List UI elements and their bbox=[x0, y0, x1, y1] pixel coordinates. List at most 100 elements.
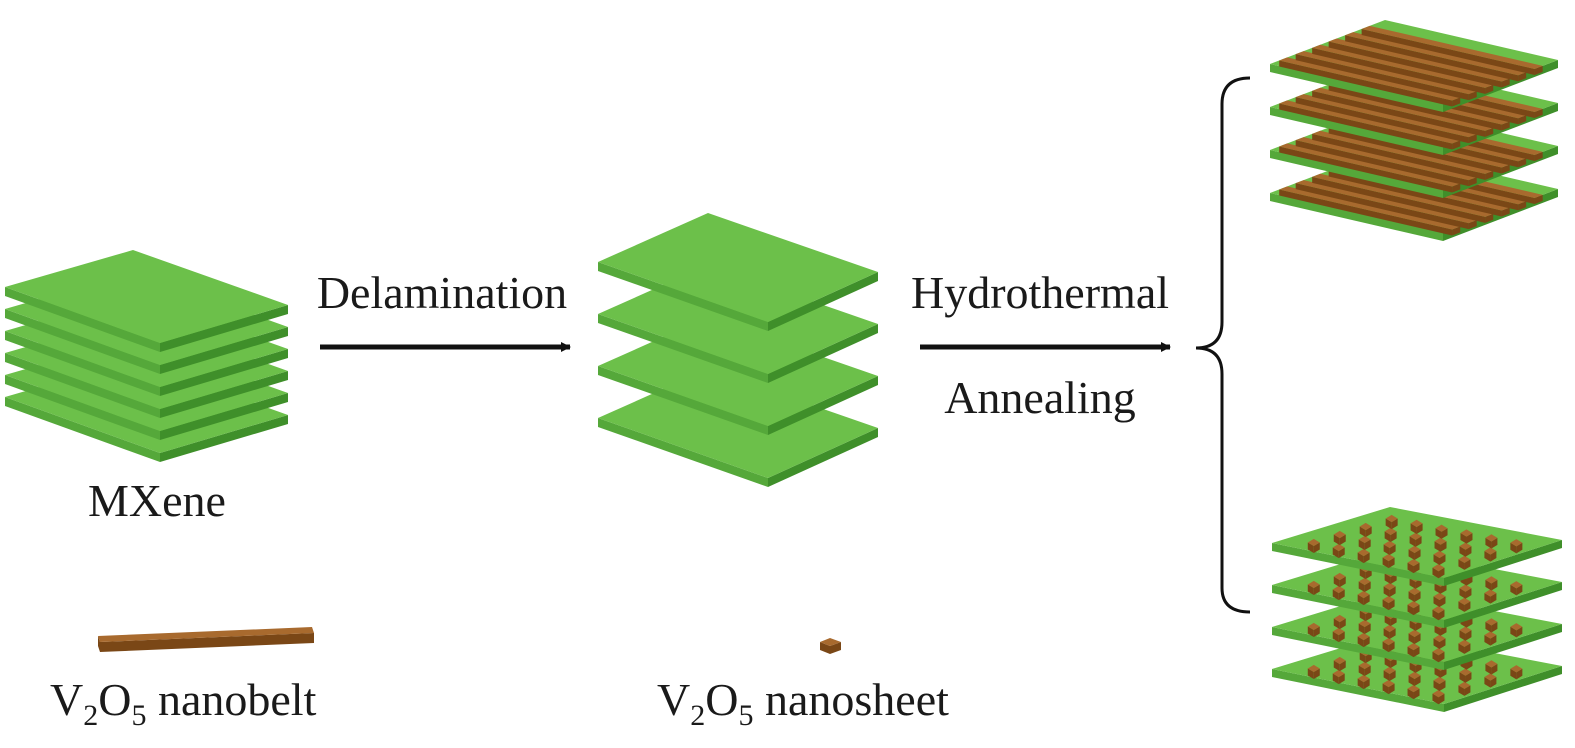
belt-sheet-1-front bbox=[1270, 64, 1443, 112]
nanocube-4-0-4-top bbox=[1407, 684, 1420, 693]
nanocube-2-1-5-front bbox=[1458, 601, 1465, 612]
delam-sheet-3-front bbox=[598, 366, 768, 435]
nanocube-4-0-1-front bbox=[1332, 673, 1339, 685]
nanocube-1-2-0-side bbox=[1365, 526, 1372, 538]
nanocube-3-1-5-side bbox=[1464, 643, 1471, 654]
nanobelt-1-2-top bbox=[1295, 51, 1477, 95]
nanocube-2-0-5-front bbox=[1432, 609, 1439, 621]
nanocube-3-2-3-side bbox=[1440, 625, 1447, 636]
nanocube-1-0-2-front bbox=[1357, 552, 1364, 564]
mxene-label: MXene bbox=[88, 475, 226, 526]
nanocube-1-3-5-front bbox=[1510, 542, 1517, 554]
nanocube-1-1-0-top bbox=[1333, 530, 1346, 539]
nanocube-2-1-2-side bbox=[1389, 586, 1396, 598]
cube-sheet-1-front bbox=[1272, 543, 1444, 586]
nanocube-3-2-4-front bbox=[1459, 630, 1466, 641]
nanocube-1-2-4-side bbox=[1465, 546, 1472, 557]
nanocube-4-2-4-front bbox=[1459, 672, 1466, 683]
mxene-sheet-1-top bbox=[5, 250, 288, 343]
nanocube-2-0-0-top bbox=[1307, 580, 1320, 589]
nanocube-1-3-0-top bbox=[1385, 514, 1398, 523]
nanocube-1-2-3-top bbox=[1434, 537, 1447, 545]
nanocube-3-3-4-top bbox=[1485, 618, 1498, 626]
nanocube-1-2-4-front bbox=[1459, 546, 1466, 557]
nanocube-3-2-5-side bbox=[1490, 635, 1497, 646]
nanocube-3-0-0-top bbox=[1307, 622, 1320, 631]
nanocube-4-0-3-front bbox=[1382, 683, 1389, 695]
nanobelt-2-3-front bbox=[1312, 90, 1486, 137]
nanocube-4-0-1-top bbox=[1332, 669, 1345, 678]
nanocube-3-0-3-side bbox=[1388, 641, 1395, 653]
nanocube-3-3-5-top bbox=[1510, 623, 1523, 631]
nanobelt-1-4-top bbox=[1328, 38, 1510, 82]
nanobelt-4-1-top bbox=[1279, 186, 1461, 230]
nanocube-3-0-1-top bbox=[1332, 627, 1345, 636]
nanocube-1-2-2-side bbox=[1415, 536, 1422, 547]
cube-sheet-2-front bbox=[1272, 585, 1444, 628]
nanocube-2-0-4-top bbox=[1407, 600, 1420, 609]
nanocube-4-1-2-top bbox=[1383, 666, 1396, 675]
delam-sheet-1-top bbox=[598, 213, 878, 322]
nanocube-2-0-4-side bbox=[1413, 604, 1420, 616]
nanocube-2-0-1-front bbox=[1332, 589, 1339, 601]
nanobelt-1-5-top bbox=[1345, 32, 1527, 76]
nanocube-3-1-2-front bbox=[1383, 628, 1390, 640]
nanocube-1-3-2-front bbox=[1435, 528, 1442, 539]
nanobelt-4-2-top bbox=[1295, 180, 1477, 224]
nanobelt-2-2-front bbox=[1295, 97, 1469, 144]
nanocube-1-1-5-side bbox=[1464, 559, 1471, 570]
mxene-sheet-2-side bbox=[160, 327, 288, 374]
nanocube-1-3-3-top bbox=[1460, 529, 1473, 537]
nanocube-3-3-4-side bbox=[1491, 621, 1498, 633]
nanocube-1-2-2-front bbox=[1409, 536, 1416, 547]
nanocube-1-1-3-top bbox=[1408, 545, 1421, 553]
nanocube-2-3-5-front bbox=[1510, 584, 1517, 596]
nanocube-1-1-5-front bbox=[1458, 559, 1465, 570]
nanocube-4-1-2-side bbox=[1389, 670, 1396, 682]
nanocube-3-1-2-side bbox=[1389, 628, 1396, 640]
mxene-sheet-5-front bbox=[5, 375, 160, 440]
nanocube-2-1-4-front bbox=[1433, 596, 1440, 607]
nanocube-3-1-3-front bbox=[1408, 633, 1415, 644]
nanocube-2-1-2-front bbox=[1383, 586, 1390, 598]
nanobelt-4-2-side bbox=[1468, 220, 1477, 230]
legend-nanobelt-top bbox=[98, 627, 314, 642]
nanocube-3-2-4-side bbox=[1465, 630, 1472, 641]
nanocube-2-0-5-side bbox=[1438, 609, 1445, 621]
nanocube-1-1-3-side bbox=[1414, 549, 1421, 560]
nanocube-1-1-1-side bbox=[1364, 539, 1371, 551]
mxene-sheet-1-front bbox=[5, 287, 160, 352]
nanocube-4-3-5-side bbox=[1516, 668, 1523, 680]
nanocube-3-1-1-front bbox=[1358, 623, 1365, 635]
nanocube-1-3-1-top bbox=[1410, 519, 1423, 527]
nanobelt-3-3-side bbox=[1485, 170, 1494, 180]
nanocube-1-1-2-top bbox=[1383, 540, 1396, 549]
nanobelt-2-4-side bbox=[1501, 121, 1510, 131]
nanocube-1-3-0-side bbox=[1391, 518, 1398, 530]
mxene-sheet-5-side bbox=[160, 393, 288, 440]
cube-sheet-4-side bbox=[1444, 666, 1562, 712]
nanocube-2-3-4-top bbox=[1485, 576, 1498, 584]
nanocube-3-0-4-top bbox=[1407, 642, 1420, 651]
nanocube-4-0-3-top bbox=[1382, 679, 1395, 688]
nanocube-1-3-5-top bbox=[1510, 539, 1523, 547]
nanocube-1-1-5-top bbox=[1458, 555, 1471, 563]
nanocube-1-2-5-side bbox=[1490, 551, 1497, 562]
nanobelt-1-6-front bbox=[1361, 28, 1535, 75]
nanocube-4-2-1-front bbox=[1384, 657, 1391, 668]
nanocube-1-3-5-side bbox=[1516, 542, 1523, 554]
nanobelt-1-5-side bbox=[1518, 72, 1527, 82]
nanocube-4-2-4-side bbox=[1465, 672, 1472, 683]
mxene-sheet-2-front bbox=[5, 309, 160, 374]
nanocube-3-1-0-front bbox=[1333, 618, 1340, 630]
nanocube-1-2-0-front bbox=[1359, 526, 1366, 538]
nanocube-4-2-0-side bbox=[1365, 652, 1372, 664]
nanocube-2-3-5-top bbox=[1510, 581, 1523, 589]
nanocube-4-1-1-side bbox=[1364, 665, 1371, 677]
belt-sheet-2-front bbox=[1270, 107, 1443, 155]
nanocube-3-0-4-front bbox=[1407, 646, 1414, 658]
nanocube-1-0-1-top bbox=[1332, 543, 1345, 552]
nanobelt-4-4-front bbox=[1328, 170, 1502, 217]
nanocube-1-2-3-side bbox=[1440, 541, 1447, 552]
nanocube-4-0-5-side bbox=[1438, 693, 1445, 705]
